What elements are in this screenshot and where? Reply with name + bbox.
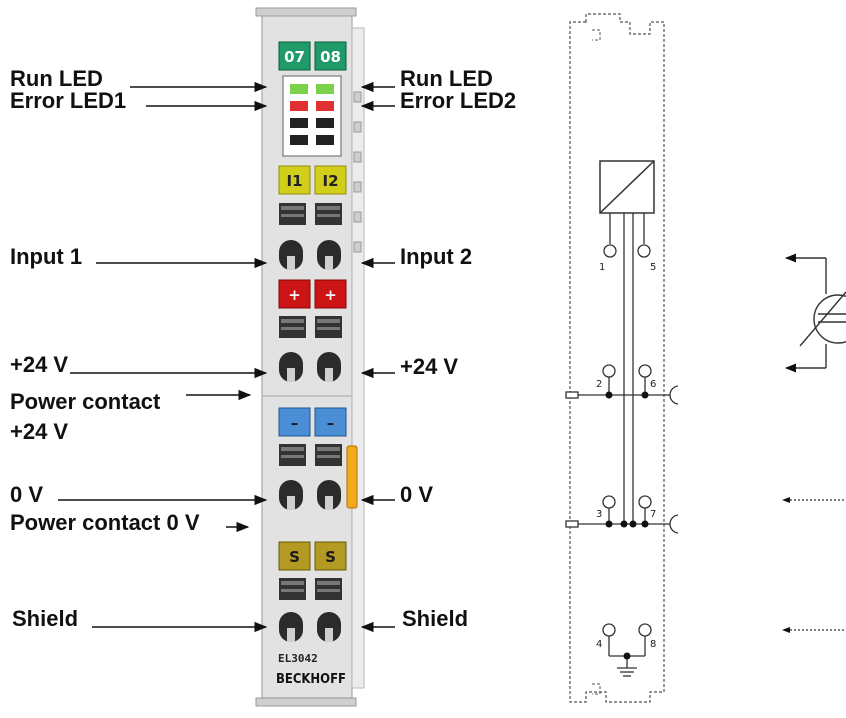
- spring-contact-7[interactable]: [317, 480, 341, 510]
- terminal-number-7: 7: [650, 509, 656, 520]
- label-plus24v-left: +24 V: [10, 352, 69, 377]
- led-label-08: [314, 41, 347, 71]
- led-channel-08-text: 08: [320, 48, 341, 66]
- terminal-number-6: 6: [650, 379, 656, 390]
- terminal-number-8: 8: [650, 639, 656, 650]
- run-led-1: [290, 84, 308, 94]
- label-0v-left: 0 V: [10, 482, 44, 507]
- brand-logo-text: BECKHOFF: [276, 672, 346, 687]
- label-plus24v-right: +24 V: [400, 354, 459, 379]
- label-power-contact-0v: Power contact 0 V: [10, 510, 200, 535]
- label-input-1: Input 1: [10, 244, 83, 269]
- terminal-number-2: 2: [596, 379, 602, 390]
- label-input-2: Input 2: [400, 244, 473, 269]
- sensor-circle: [813, 294, 846, 344]
- sensor-symbol: [784, 253, 846, 373]
- input-label-i2-text: I2: [322, 172, 338, 190]
- input-label-i1: [278, 165, 311, 195]
- label-error-led2: Error LED2: [400, 88, 517, 113]
- terminal-number-3: 3: [596, 509, 602, 520]
- model-number: EL3042: [278, 652, 318, 665]
- shield-mark-text-right: S: [325, 548, 336, 566]
- label-shield-right: Shield: [402, 606, 469, 631]
- input-label-i1-text: I1: [286, 172, 302, 190]
- label-power-contact: Power contact: [10, 389, 161, 414]
- minus-mark-text-right: –: [327, 414, 335, 432]
- terminal-module: 07 08 I1 I2 + +: [255, 7, 365, 707]
- terminal-number-4: 4: [596, 639, 602, 650]
- spring-contact-2[interactable]: [279, 352, 303, 382]
- minus-marker-right: [314, 407, 347, 437]
- run-led-2: [316, 84, 334, 94]
- spring-contact-3[interactable]: [279, 480, 303, 510]
- plus-marker-right: [314, 279, 347, 309]
- spring-contact-6[interactable]: [317, 352, 341, 382]
- led-channel-07-text: 07: [284, 48, 305, 66]
- terminal-number-5: 5: [650, 262, 656, 273]
- spring-contact-5[interactable]: [317, 240, 341, 270]
- connection-schematic: 1 5 2 6 3 7 4 8: [565, 13, 679, 703]
- shield-marker-right: [314, 541, 347, 571]
- plus-mark-text-left: +: [288, 286, 301, 304]
- shield-mark-text-left: S: [289, 548, 300, 566]
- label-0v-right: 0 V: [400, 482, 434, 507]
- sensor-dotted-leads: [790, 499, 846, 631]
- plus-marker-left: [278, 279, 311, 309]
- input-label-i2: [314, 165, 347, 195]
- minus-mark-text-left: –: [291, 414, 299, 432]
- label-shield-left: Shield: [12, 606, 79, 631]
- error-led-1: [290, 101, 308, 111]
- callout-lines: [58, 81, 395, 633]
- orange-release-tab[interactable]: [346, 445, 358, 509]
- label-run-led-left: Run LED: [10, 66, 103, 91]
- plus-mark-text-right: +: [324, 286, 337, 304]
- label-error-led1: Error LED1: [10, 88, 127, 113]
- shield-marker-left: [278, 541, 311, 571]
- led-label-07: [278, 41, 311, 71]
- spring-contact-8[interactable]: [317, 612, 341, 642]
- terminal-number-1: 1: [599, 262, 605, 273]
- label-run-led-right: Run LED: [400, 66, 493, 91]
- error-led-2: [316, 101, 334, 111]
- minus-marker-left: [278, 407, 311, 437]
- spring-contact-1[interactable]: [279, 240, 303, 270]
- label-power-contact-24v: +24 V: [10, 419, 69, 444]
- spring-contact-4[interactable]: [279, 612, 303, 642]
